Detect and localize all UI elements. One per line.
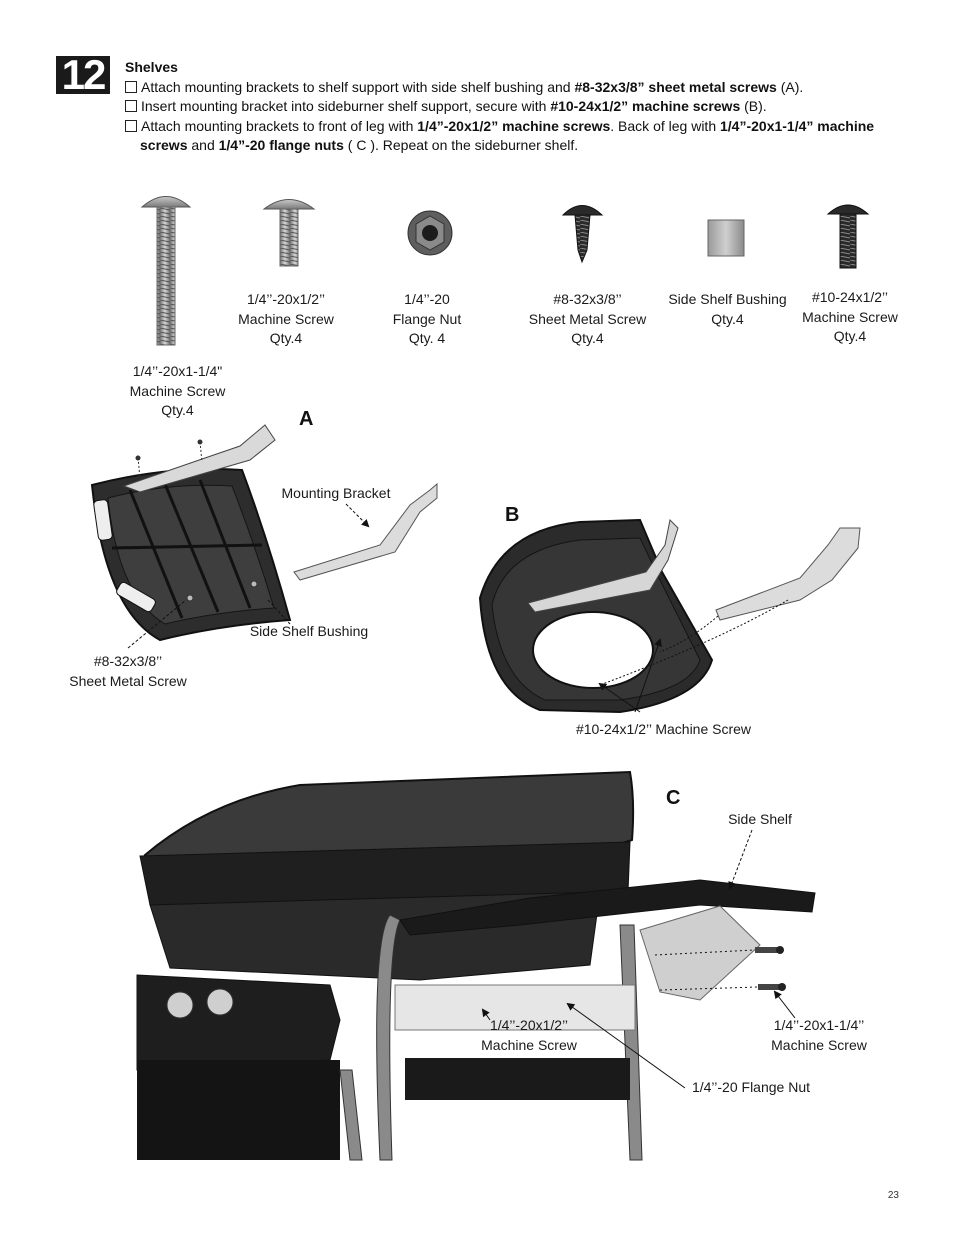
callout-side-shelf-bushing: Side Shelf Bushing xyxy=(249,623,369,639)
figure-a-label: A xyxy=(299,408,314,430)
part-description: Machine Screw xyxy=(802,308,898,325)
part-description: Machine Screw xyxy=(129,382,226,399)
figure-a-illustration xyxy=(90,424,438,649)
part-name: 1/4’’-20x1/2’’ xyxy=(246,291,326,307)
part-description: Sheet Metal Screw xyxy=(528,310,647,327)
part-quantity: Qty.4 xyxy=(269,330,303,346)
part-quantity: Qty.4 xyxy=(833,328,867,344)
part-quantity: Qty.4 xyxy=(711,310,744,327)
callout-line: 1/4’’-20x1-1/4’’ xyxy=(773,1017,865,1033)
instruction-text: Insert mounting bracket into sideburner … xyxy=(141,98,551,114)
figure-b-illustration xyxy=(478,518,861,714)
instruction-emphasis: #10-24x1/2” machine screws xyxy=(550,98,741,114)
instruction-emphasis: #8-32x3/8” sheet metal screws xyxy=(574,78,777,95)
instruction-text: Attach mounting brackets to shelf suppor… xyxy=(141,78,575,95)
instruction-emphasis: 1/4”-20x1/2” machine screws xyxy=(417,117,611,134)
checkbox-icon xyxy=(125,119,137,132)
instruction-text: Attach mounting brackets to front of leg… xyxy=(141,117,418,134)
part-name: Side Shelf Bushing xyxy=(668,291,787,307)
instructions: Shelves Attach mounting brackets to shel… xyxy=(125,58,905,156)
instruction-line-3: Attach mounting brackets to front of leg… xyxy=(125,117,905,137)
section-title: Shelves xyxy=(125,59,178,75)
part-label-short-machine-screw: 1/4’’-20x1/2’’ Machine Screw Qty.4 xyxy=(210,290,362,349)
instruction-text: (B). xyxy=(740,98,767,114)
instruction-emphasis: screws xyxy=(140,137,188,153)
sheet-metal-screw-icon xyxy=(561,205,604,264)
part-label-side-shelf-bushing: Side Shelf Bushing Qty.4 xyxy=(660,290,795,329)
step-number: 12 xyxy=(56,54,110,96)
side-shelf-bushing-icon xyxy=(707,219,745,257)
short-machine-screw-icon xyxy=(262,199,316,267)
part-description: Flange Nut xyxy=(392,310,462,327)
callout-long-machine-screw: 1/4’’-20x1-1/4’’ Machine Screw xyxy=(756,1016,882,1055)
part-label-flange-nut: 1/4’’-20 Flange Nut Qty. 4 xyxy=(362,290,492,349)
part-description: Machine Screw xyxy=(238,310,334,327)
callout-flange-nut: 1/4’’-20 Flange Nut xyxy=(691,1079,811,1095)
part-name: #10-24x1/2’’ xyxy=(811,289,889,305)
instruction-line-2: Insert mounting bracket into sideburner … xyxy=(125,97,905,117)
callout-sheet-metal-screw: #8-32x3/8’’ Sheet Metal Screw xyxy=(58,652,198,691)
callout-line: Machine Screw xyxy=(771,1036,867,1053)
callout-line: #8-32x3/8’’ xyxy=(93,653,163,669)
part-label-long-machine-screw: 1/4’’-20x1-1/4" Machine Screw Qty.4 xyxy=(100,362,255,421)
callout-mounting-bracket: Mounting Bracket xyxy=(281,485,391,501)
figure-b-label: B xyxy=(505,504,520,526)
callout-line: Sheet Metal Screw xyxy=(69,672,187,689)
number-10-machine-screw-icon xyxy=(826,204,870,269)
part-name: 1/4’’-20x1-1/4" xyxy=(132,363,223,379)
instruction-emphasis: 1/4”-20 flange nuts xyxy=(218,137,344,153)
callout-side-shelf: Side Shelf xyxy=(728,811,792,827)
instruction-line-4: screws and 1/4”-20 flange nuts ( C ). Re… xyxy=(125,136,905,156)
figure-c-illustration xyxy=(136,770,816,1161)
part-name: 1/4’’-20 xyxy=(404,291,450,307)
part-quantity: Qty. 4 xyxy=(408,330,446,346)
part-quantity: Qty.4 xyxy=(571,330,604,346)
callout-short-machine-screw: 1/4’’-20x1/2’’ Machine Screw xyxy=(468,1016,590,1055)
part-name: #8-32x3/8’’ xyxy=(553,291,622,307)
page-number: 23 xyxy=(887,1190,899,1201)
instruction-text: (A). xyxy=(776,78,804,95)
instruction-line-1: Attach mounting brackets to shelf suppor… xyxy=(125,78,905,98)
instruction-text: and xyxy=(187,137,219,153)
instruction-emphasis: 1/4”-20x1-1/4” machine xyxy=(720,117,875,134)
checkbox-icon xyxy=(125,80,137,93)
checkbox-icon xyxy=(125,100,137,112)
callout-line: 1/4’’-20x1/2’’ xyxy=(489,1017,569,1033)
part-label-number-10-machine-screw: #10-24x1/2’’ Machine Screw Qty.4 xyxy=(790,288,910,347)
flange-nut-icon xyxy=(407,210,453,256)
part-label-sheet-metal-screw: #8-32x3/8’’ Sheet Metal Screw Qty.4 xyxy=(510,290,665,349)
long-machine-screw-icon xyxy=(140,196,192,346)
part-quantity: Qty.4 xyxy=(161,402,194,418)
instruction-text: . Back of leg with xyxy=(610,117,720,134)
callout-line: Machine Screw xyxy=(481,1036,577,1053)
instruction-text: ( C ). Repeat on the sideburner shelf. xyxy=(343,137,579,153)
figure-c-label: C xyxy=(666,787,681,809)
callout-number-10-machine-screw: #10-24x1/2’’ Machine Screw xyxy=(575,721,752,737)
